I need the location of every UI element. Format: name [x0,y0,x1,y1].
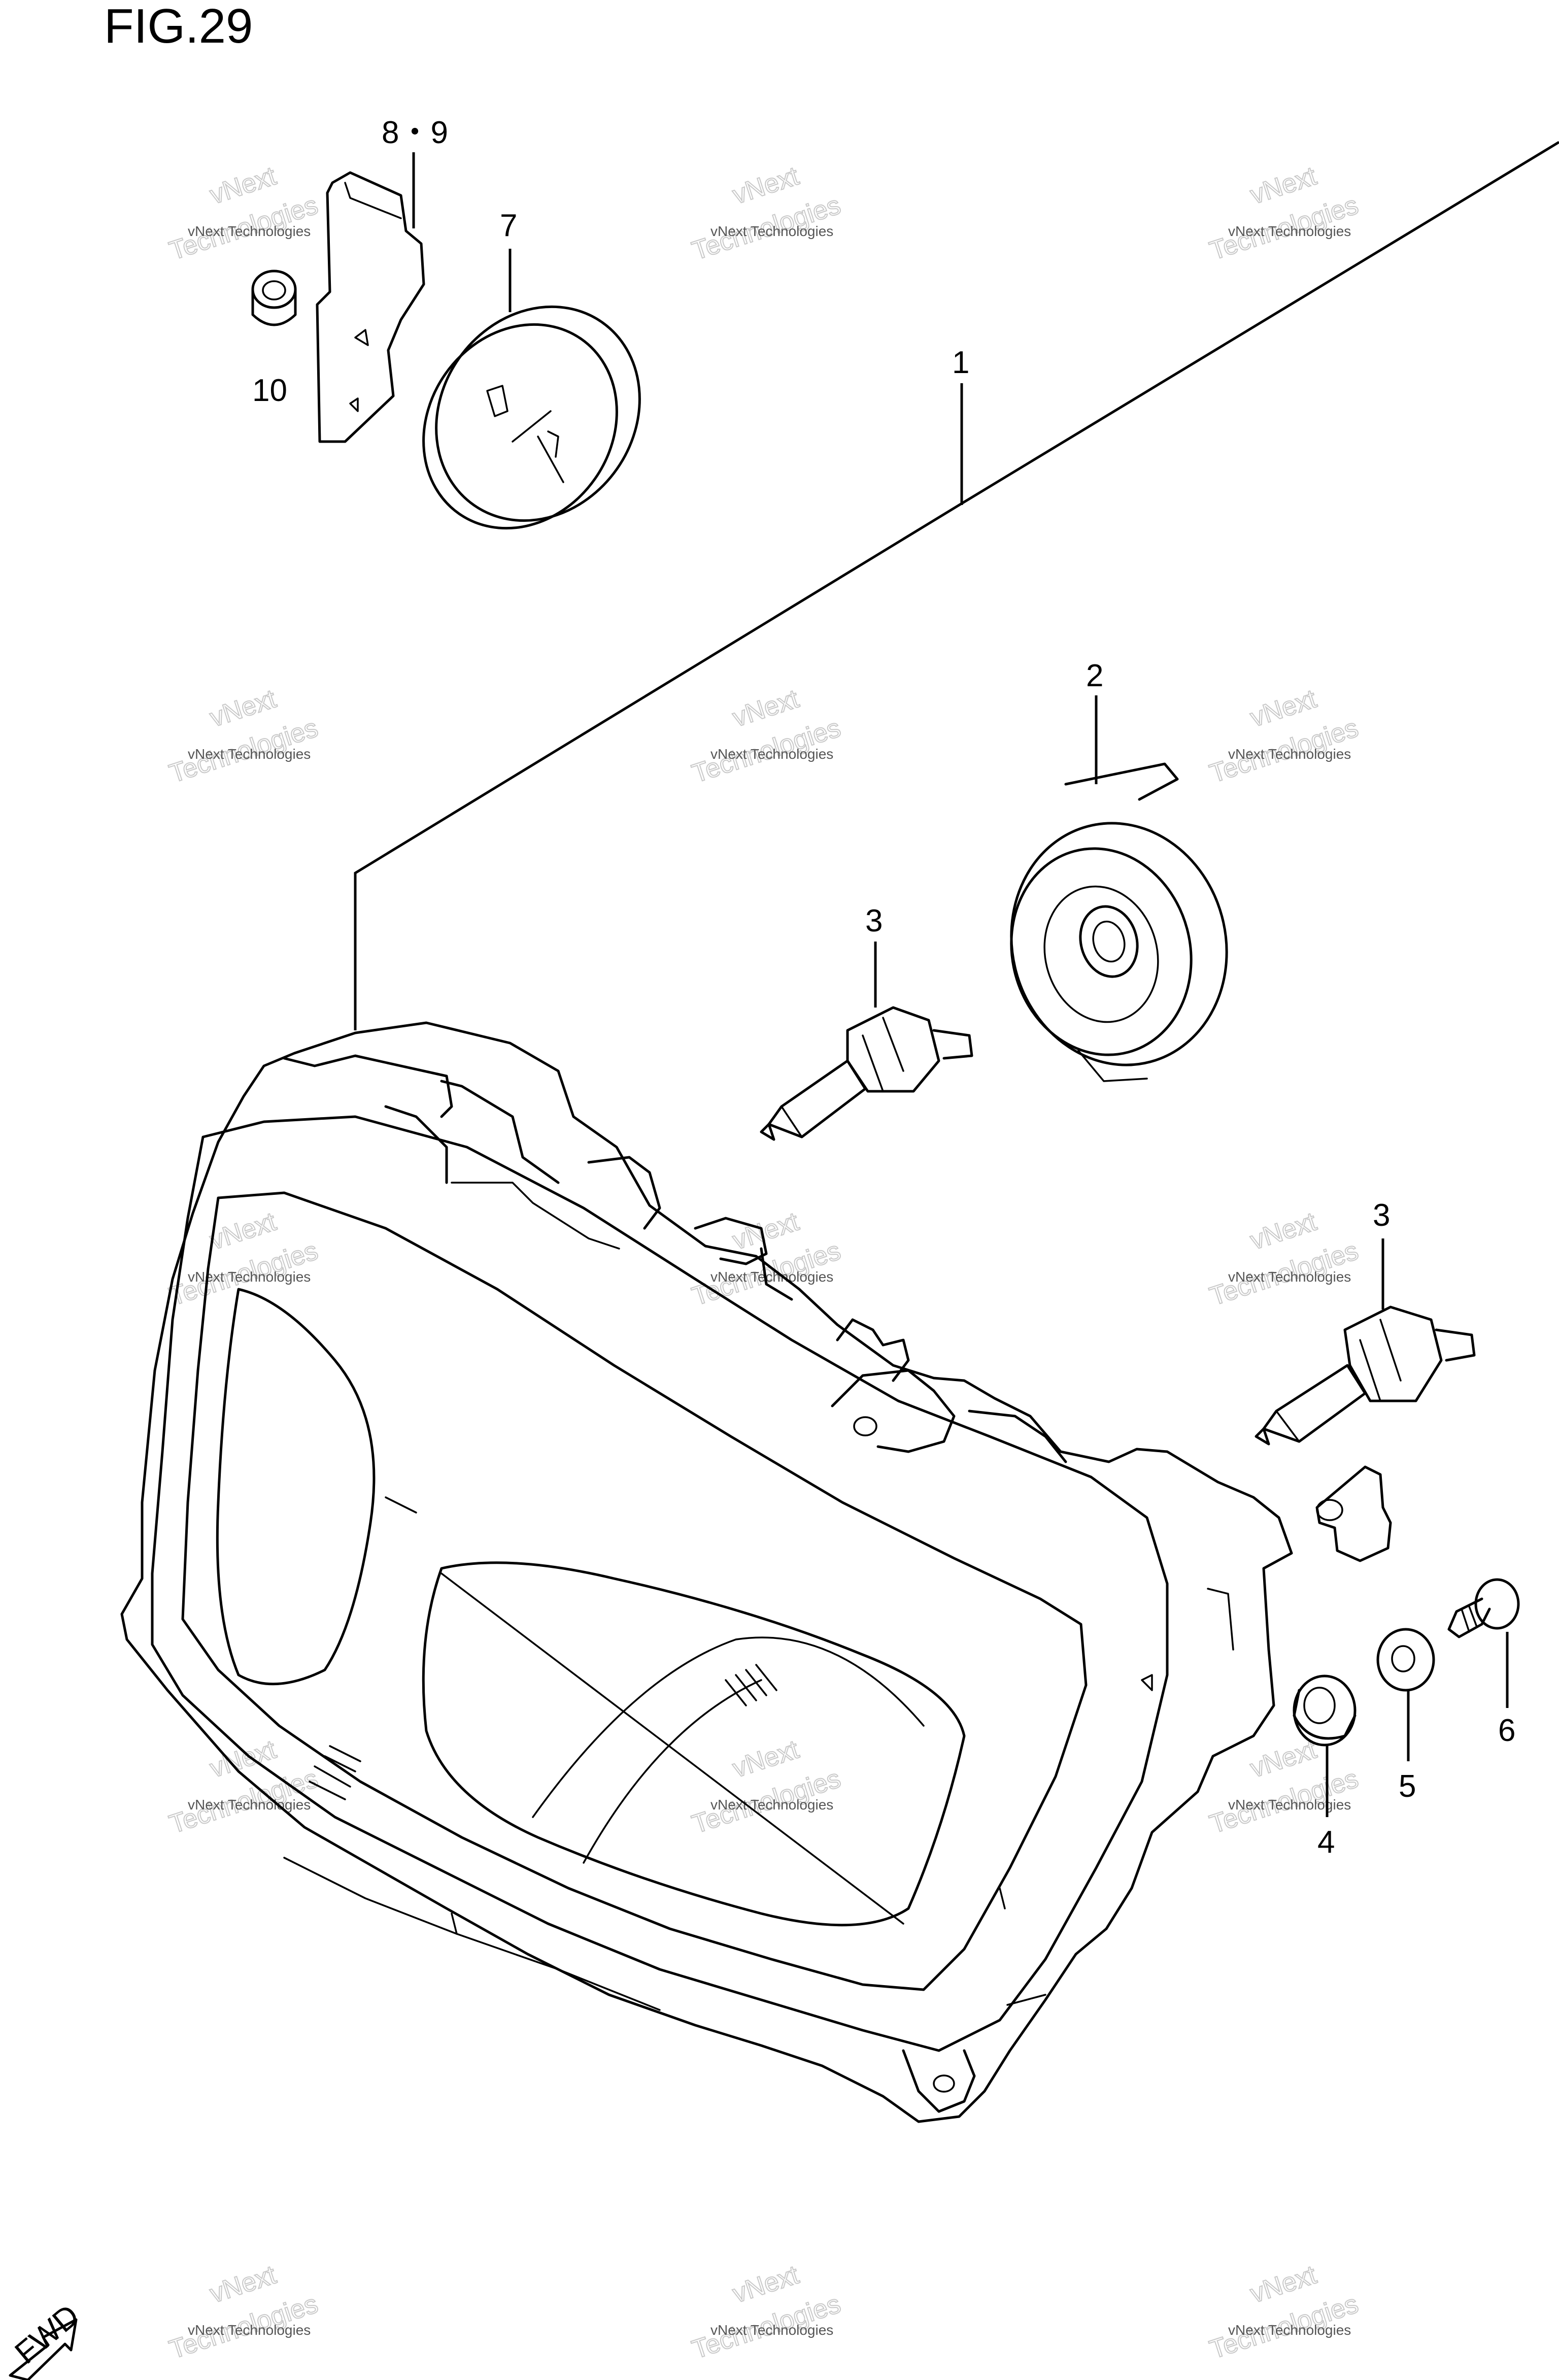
callout-2: 2 [1086,658,1103,693]
watermark-text: vNext Technologies [1228,2322,1351,2338]
fwd-arrow: FWD [9,2298,86,2380]
watermark-text: vNext Technologies [188,2322,311,2338]
watermark: vNext Technologies vNext Technologies [1206,1734,1363,1839]
part-5-washer [1376,1628,1435,1692]
watermark-big-a: vNext [207,1206,280,1255]
watermark: vNext Technologies vNext Technologies [1206,2259,1363,2365]
callout-8-9: 8・9 [382,115,448,150]
watermark: vNext Technologies vNext Technologies [688,683,845,789]
watermark: vNext Technologies vNext Technologies [165,683,322,789]
small-bulb-socket [1315,1465,1392,1562]
watermark-text: vNext Technologies [188,223,311,239]
watermark: vNext Technologies vNext Technologies [165,160,322,266]
watermark-text: vNext Technologies [188,746,311,762]
watermark: vNext Technologies vNext Technologies [1206,683,1363,789]
callout-5: 5 [1399,1769,1416,1804]
watermark: vNext Technologies vNext Technologies [1206,160,1363,266]
watermark-text: vNext Technologies [710,1797,833,1813]
figure-title: FIG.29 [104,0,253,53]
watermark-text: vNext Technologies [710,223,833,239]
watermark-big-a: vNext [1247,1206,1320,1255]
callout-3-upper: 3 [865,903,883,938]
watermark-text: vNext Technologies [1228,1797,1351,1813]
callout-6: 6 [1498,1713,1515,1748]
watermark-text: vNext Technologies [710,746,833,762]
callout-3-lower: 3 [1373,1198,1390,1233]
part-8-9-bracket [316,171,425,443]
watermark-big-a: vNext [729,2260,803,2308]
watermark-text: vNext Technologies [1228,746,1351,762]
watermark: vNext Technologies vNext Technologies [1206,1206,1363,1312]
leader-lines [354,141,1559,1817]
callout-10: 10 [252,373,287,408]
watermark-big-a: vNext [1247,161,1320,210]
part-3-bulb-lower [1255,1305,1476,1446]
watermark: vNext Technologies vNext Technologies [688,160,845,266]
watermark-text: vNext Technologies [710,1269,833,1285]
leader-line-1 [354,141,1559,1030]
watermark-big-a: vNext [1247,684,1320,732]
watermark-big-a: vNext [207,684,280,732]
watermark: vNext Technologies vNext Technologies [688,1734,845,1839]
watermark-text: vNext Technologies [188,1797,311,1813]
part-7-cover-cap [422,305,641,530]
watermark-big-a: vNext [207,161,280,210]
watermark: vNext Technologies vNext Technologies [165,2259,322,2365]
watermark-text: vNext Technologies [1228,223,1351,239]
callout-labels: 1 2 3 3 4 5 6 7 8・9 10 [252,115,1515,1860]
part-4-grommet [1293,1674,1357,1747]
watermark-text: vNext Technologies [1228,1269,1351,1285]
watermark: vNext Technologies vNext Technologies [688,2259,845,2365]
part-6-screw [1447,1578,1520,1638]
watermark-big-a: vNext [729,161,803,210]
watermark-big-a: vNext [729,1734,803,1783]
watermark-big-a: vNext [1247,2260,1320,2308]
watermark-text: vNext Technologies [710,2322,833,2338]
part-1-headlamp-assembly [120,1021,1293,2123]
part-2-socket-cover [1010,762,1228,1082]
callout-4: 4 [1317,1825,1335,1860]
callout-1: 1 [952,345,969,380]
callout-7: 7 [500,208,517,243]
part-10-nut [251,270,297,326]
watermark-big-a: vNext [729,684,803,732]
watermark-big-a: vNext [207,2260,280,2308]
part-3-bulb-upper [760,1006,973,1141]
